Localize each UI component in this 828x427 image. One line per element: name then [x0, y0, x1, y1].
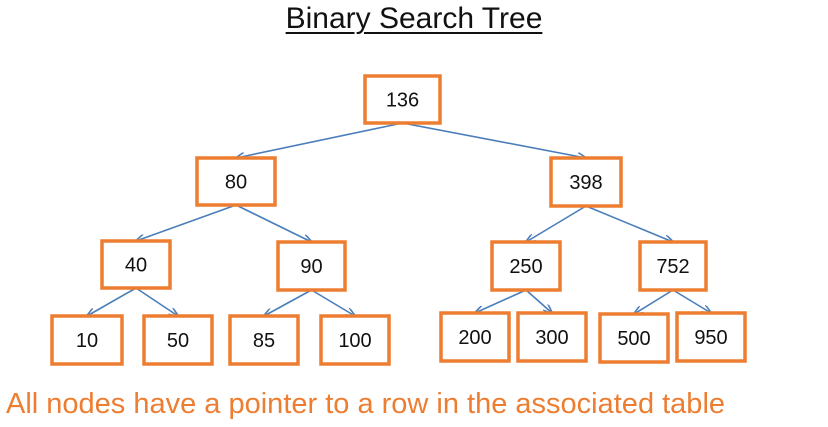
node-box: [439, 311, 511, 363]
tree-node-80: 80: [195, 156, 277, 207]
edge-250-to-200: [475, 289, 527, 313]
node-label: 10: [76, 330, 98, 352]
tree-node-85: 85: [228, 314, 300, 366]
node-box: [142, 314, 214, 366]
edge-398-to-752: [585, 205, 673, 242]
tree-node-300: 300: [516, 311, 588, 363]
tree-node-200: 200: [439, 311, 511, 363]
node-label: 100: [338, 330, 371, 352]
tree-node-90: 90: [276, 240, 347, 292]
node-box: [50, 314, 124, 366]
node-label: 200: [458, 327, 491, 349]
tree-edges: [87, 122, 711, 316]
edge-398-to-250: [526, 205, 587, 242]
node-box: [276, 240, 347, 292]
node-label: 90: [300, 256, 322, 278]
edge-80-to-40: [136, 204, 237, 241]
node-box: [319, 314, 391, 366]
tree-node-752: 752: [638, 240, 708, 292]
tree-node-250: 250: [490, 240, 562, 292]
tree-node-500: 500: [598, 312, 670, 364]
edge-752-to-500: [634, 289, 674, 314]
node-box: [598, 312, 670, 364]
node-label: 80: [225, 172, 247, 194]
node-label: 398: [569, 172, 602, 194]
edge-136-to-398: [402, 122, 587, 158]
edge-80-to-90: [235, 204, 312, 242]
tree-node-136: 136: [363, 74, 442, 125]
node-box: [100, 239, 172, 290]
node-box: [363, 74, 442, 125]
tree-node-398: 398: [549, 156, 623, 208]
node-label: 250: [509, 256, 542, 278]
edge-250-to-300: [525, 289, 552, 313]
node-label: 40: [125, 255, 147, 277]
node-label: 85: [253, 330, 275, 352]
edge-90-to-85: [264, 289, 312, 316]
node-label: 950: [694, 327, 727, 349]
tree-node-100: 100: [319, 314, 391, 366]
edge-40-to-50: [135, 287, 178, 316]
node-box: [638, 240, 708, 292]
node-box: [516, 311, 588, 363]
node-box: [228, 314, 300, 366]
edge-90-to-100: [311, 289, 356, 316]
tree-node-10: 10: [50, 314, 124, 366]
node-box: [490, 240, 562, 292]
edge-136-to-80: [236, 122, 403, 158]
tree-node-50: 50: [142, 314, 214, 366]
edge-752-to-950: [672, 289, 711, 313]
node-label: 136: [386, 90, 419, 112]
tree-nodes: 136 80 398 40 90 250 752 10 50 85 100 200 300 500 950: [50, 74, 747, 366]
caption-text: All nodes have a pointer to a row in the…: [6, 388, 726, 420]
tree-node-40: 40: [100, 239, 172, 290]
diagram-title: Binary Search Tree: [285, 2, 543, 35]
node-box: [675, 311, 747, 363]
node-box: [195, 156, 277, 207]
node-label: 50: [167, 330, 189, 352]
edge-40-to-10: [87, 287, 137, 316]
node-label: 300: [535, 327, 568, 349]
node-label: 500: [617, 328, 650, 350]
node-label: 752: [656, 256, 689, 278]
tree-node-950: 950: [675, 311, 747, 363]
node-box: [549, 156, 623, 208]
